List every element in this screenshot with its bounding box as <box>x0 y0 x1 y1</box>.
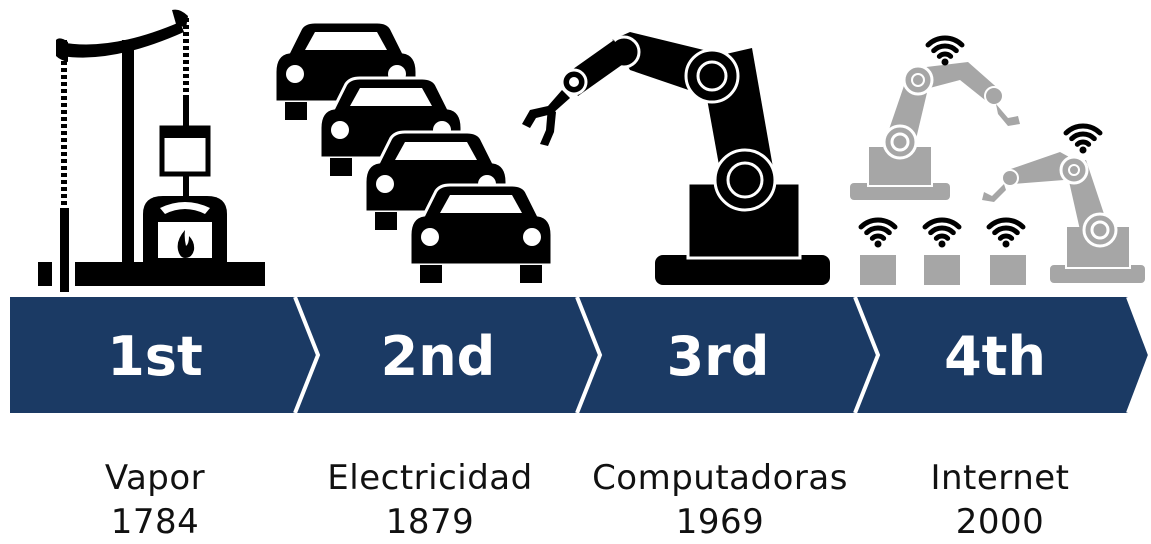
wifi-signals <box>858 35 1103 248</box>
arrow-tip-outline <box>1126 296 1151 414</box>
ordinal-1st: 1st <box>107 325 203 388</box>
cars-assembly-line-icon <box>273 20 554 283</box>
wifi-icon <box>858 217 898 248</box>
wifi-icon <box>925 35 965 66</box>
car-icon <box>408 183 554 283</box>
era-name: Electricidad <box>327 458 533 498</box>
era-label-2: Electricidad 1879 <box>290 456 570 544</box>
era-year: 1969 <box>675 502 765 542</box>
era-label-1: Vapor 1784 <box>15 456 295 544</box>
era-year: 1879 <box>385 502 475 542</box>
connected-robots-wifi-icon <box>850 62 1145 285</box>
chevron-divider-3 <box>853 296 881 414</box>
era-year: 1784 <box>110 502 200 542</box>
era-name: Vapor <box>104 458 206 498</box>
ordinal-3rd: 3rd <box>667 325 770 388</box>
chevron-divider-1 <box>293 296 321 414</box>
era-name: Internet <box>930 458 1070 498</box>
ordinal-2nd: 2nd <box>381 325 496 388</box>
era-label-4: Internet 2000 <box>860 456 1140 544</box>
wifi-icon <box>922 217 962 248</box>
chevron-divider-2 <box>575 296 603 414</box>
timeline-arrow-band: 1st 2nd 3rd 4th <box>10 296 1151 414</box>
era-year: 2000 <box>955 502 1045 542</box>
car-icon <box>363 130 509 230</box>
wifi-icon <box>986 217 1026 248</box>
robotic-arm-icon <box>522 32 830 285</box>
ordinal-4th: 4th <box>944 325 1046 388</box>
era-name: Computadoras <box>592 458 848 498</box>
wifi-icon <box>1063 123 1103 154</box>
era-label-3: Computadoras 1969 <box>580 456 860 544</box>
steam-engine-icon <box>38 9 265 292</box>
